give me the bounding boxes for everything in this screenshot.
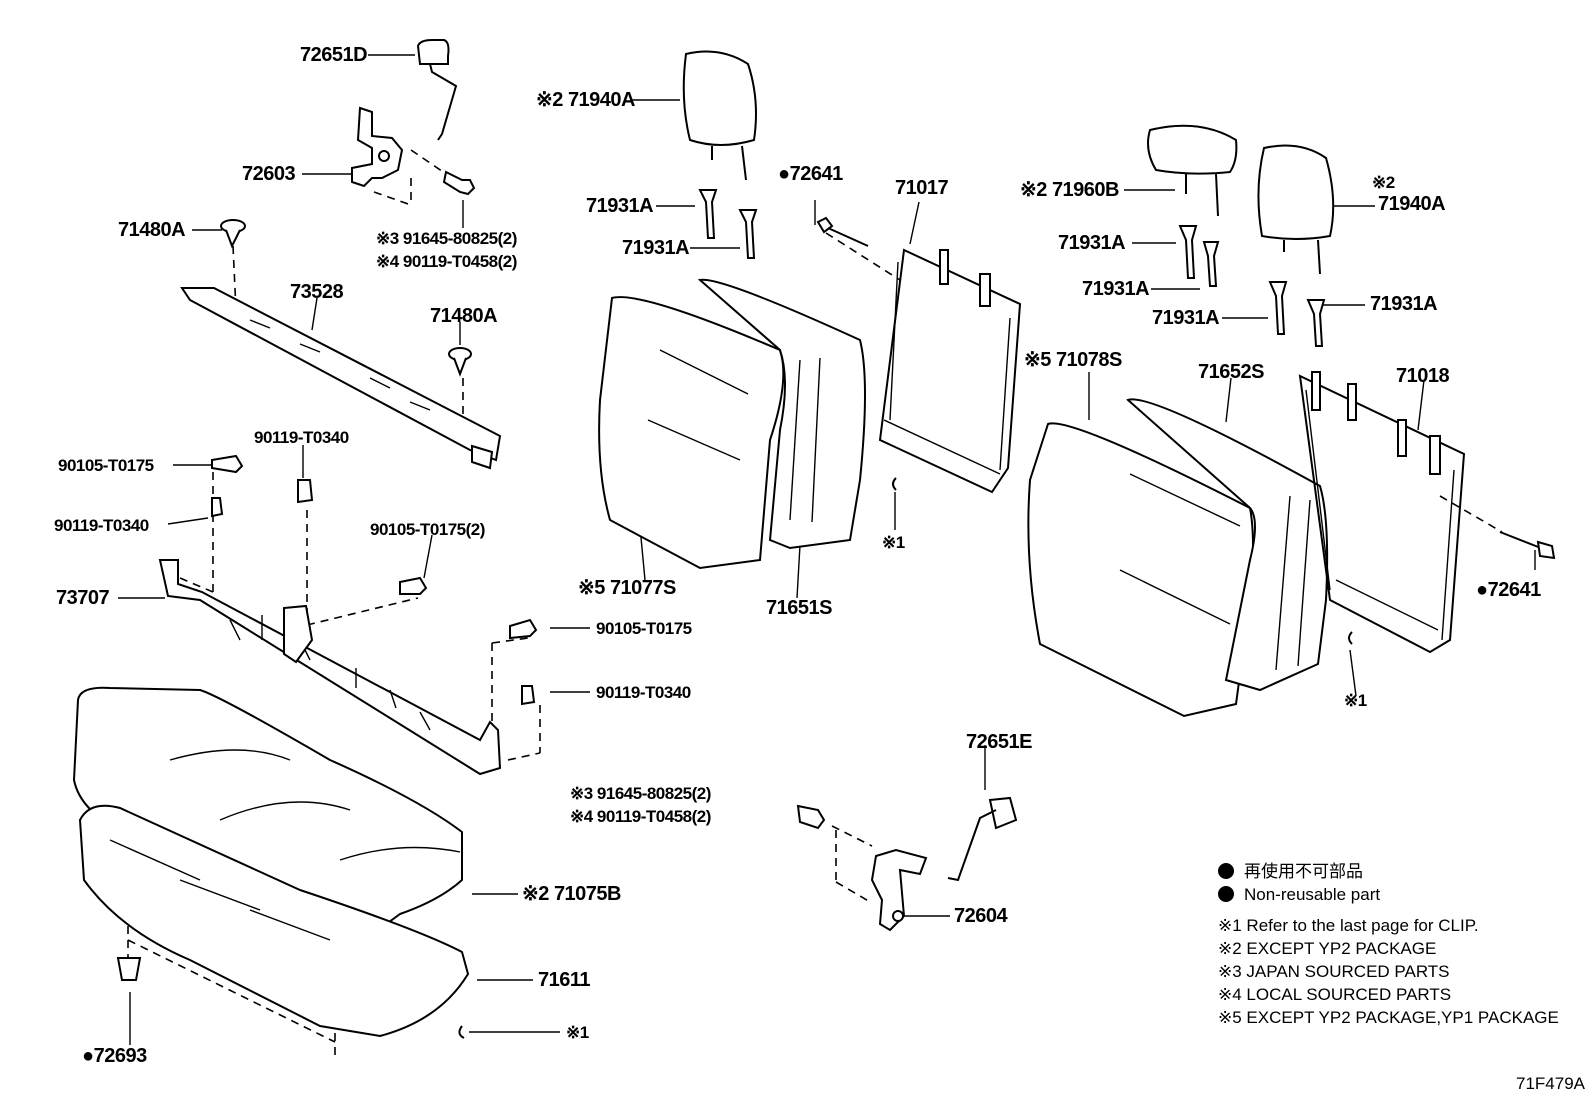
label-72693: ●72693 xyxy=(82,1045,147,1067)
label-71611: 71611 xyxy=(538,969,591,991)
bolts-left-cluster xyxy=(211,454,538,706)
label-71960B: ※2 71960B xyxy=(1020,179,1120,201)
label-90119-T0458-b: ※4 90119-T0458(2) xyxy=(570,807,711,826)
part-71611-seat-pad xyxy=(78,804,470,1038)
label-71940A-2: 71940A xyxy=(1378,193,1446,215)
label-72604: 72604 xyxy=(954,905,1008,927)
legend-row-nonreusable-jp: 再使用不可部品 xyxy=(1218,860,1559,883)
legend-note-1: ※1 Refer to the last page for CLIP. xyxy=(1218,916,1479,935)
label-71075B: ※2 71075B xyxy=(522,883,622,905)
label-72641-1: ●72641 xyxy=(778,163,843,185)
label-71940A-2-mark: ※2 xyxy=(1372,173,1395,192)
label-73707: 73707 xyxy=(56,587,110,609)
part-71940A-headrest-right xyxy=(1257,144,1335,275)
label-71940A-1: ※2 71940A xyxy=(536,89,636,111)
label-90105-T0175-a: 90105-T0175 xyxy=(58,456,154,475)
part-71931A-guides-right xyxy=(1178,225,1326,347)
part-71077S-seatback-left xyxy=(598,296,785,570)
clip-mark-right xyxy=(1348,631,1353,645)
legend-note-4: ※4 LOCAL SOURCED PARTS xyxy=(1218,985,1452,1004)
bolt-91645-b xyxy=(796,804,826,830)
label-71077S: ※5 71077S xyxy=(578,577,676,599)
part-71960B-headrest-center xyxy=(1147,124,1238,217)
part-71017-frame-left xyxy=(878,248,1022,494)
legend-note-5: ※5 EXCEPT YP2 PACKAGE,YP1 PACKAGE xyxy=(1218,1008,1559,1027)
part-72604-bracket xyxy=(870,848,928,932)
label-71931A-4: 71931A xyxy=(1082,278,1150,300)
clip-mark-left xyxy=(892,477,897,491)
label-72651E: 72651E xyxy=(966,731,1032,753)
part-71940A-headrest-left xyxy=(682,50,757,181)
bullet-icon xyxy=(1218,886,1234,902)
legend-row-nonreusable-en: Non-reusable part xyxy=(1218,883,1559,906)
clip-72693 xyxy=(116,957,142,981)
label-71651S: 71651S xyxy=(766,597,832,619)
bolt-72641-right xyxy=(1499,531,1556,560)
label-90119-T0340-b: 90119-T0340 xyxy=(54,516,149,535)
leader-lines xyxy=(118,54,1536,1045)
bullet-icon xyxy=(1218,863,1234,879)
clip-note-2: ※1 xyxy=(1344,691,1367,710)
label-71931A-6: 71931A xyxy=(1370,293,1438,315)
part-71651S-seatback-pad-left xyxy=(697,278,866,550)
part-73528-panel xyxy=(180,287,502,470)
label-73528: 73528 xyxy=(290,281,344,303)
label-71017: 71017 xyxy=(895,177,949,199)
legend-nonreusable-en: Non-reusable part xyxy=(1244,885,1381,904)
label-91645-80825-a: ※3 91645-80825(2) xyxy=(376,229,517,248)
label-91645-80825-b: ※3 91645-80825(2) xyxy=(570,784,711,803)
label-90119-T0340-a: 90119-T0340 xyxy=(254,428,349,447)
label-72603: 72603 xyxy=(242,163,296,185)
part-72651E-headrest-guide xyxy=(947,796,1018,882)
label-90105-T0175-2: 90105-T0175(2) xyxy=(370,520,485,539)
part-72651D-headrest-guide xyxy=(416,39,458,141)
legend-nonreusable-jp: 再使用不可部品 xyxy=(1244,862,1363,881)
legend-note-2: ※2 EXCEPT YP2 PACKAGE xyxy=(1218,939,1437,958)
label-71480A-2: 71480A xyxy=(430,305,498,327)
label-72651D: 72651D xyxy=(300,44,368,66)
clip-note-1: ※1 xyxy=(882,533,905,552)
label-71931A-3: 71931A xyxy=(1058,232,1126,254)
label-72641-2: ●72641 xyxy=(1476,579,1541,601)
label-90119-T0458-a: ※4 90119-T0458(2) xyxy=(376,252,517,271)
legend: 再使用不可部品 Non-reusable part ※1 Refer to th… xyxy=(1218,860,1559,1029)
label-71078S: ※5 71078S xyxy=(1024,349,1122,371)
part-71018-frame-right xyxy=(1298,371,1466,654)
label-90105-T0175-b: 90105-T0175 xyxy=(596,619,692,638)
part-71931A-guides-left xyxy=(698,189,758,259)
part-72603-bracket xyxy=(351,106,404,188)
legend-note-3: ※3 JAPAN SOURCED PARTS xyxy=(1218,962,1450,981)
label-90119-T0340-c: 90119-T0340 xyxy=(596,683,691,702)
label-71931A-2: 71931A xyxy=(622,237,690,259)
figure-code: 71F479A xyxy=(1516,1074,1585,1093)
clip-mark-seat xyxy=(458,1025,465,1039)
clip-71480A xyxy=(220,219,472,377)
part-73707-frame xyxy=(158,559,502,776)
bolt-72641-left xyxy=(816,216,869,247)
label-71652S: 71652S xyxy=(1198,361,1264,383)
label-71480A-1: 71480A xyxy=(118,219,186,241)
label-71931A-1: 71931A xyxy=(586,195,654,217)
clip-note-3: ※1 xyxy=(566,1023,589,1042)
bolt-91645 xyxy=(442,170,476,196)
label-71931A-5: 71931A xyxy=(1152,307,1220,329)
label-71018: 71018 xyxy=(1396,365,1450,387)
part-71652S-seatback-pad-right xyxy=(1126,398,1329,692)
